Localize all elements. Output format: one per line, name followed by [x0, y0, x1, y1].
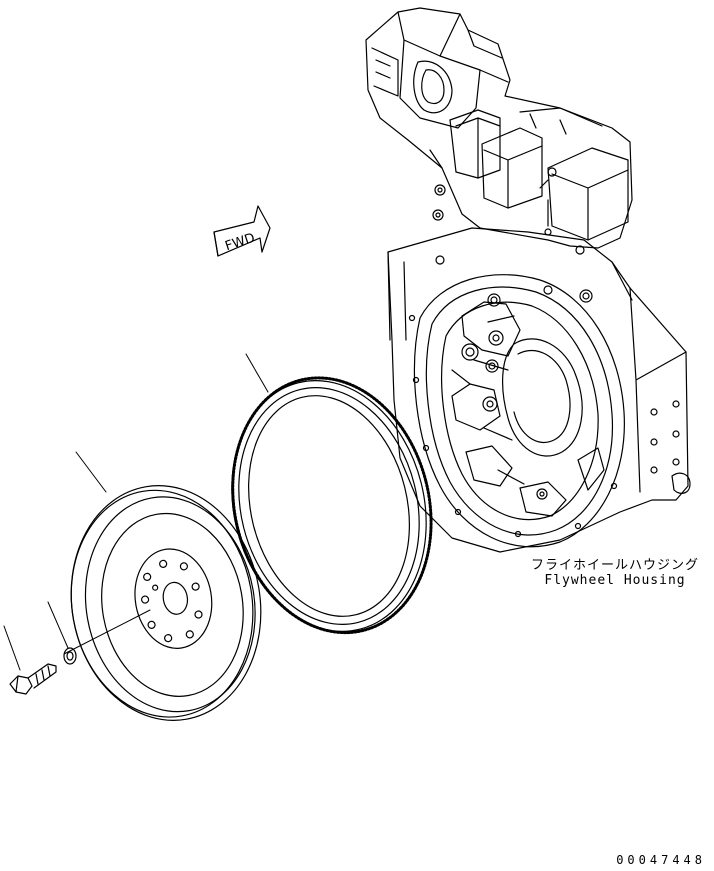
leader-lines — [4, 354, 268, 670]
housing-rim — [414, 275, 624, 547]
housing-block-left — [450, 110, 500, 178]
flywheel-hub — [127, 543, 219, 655]
fwd-arrow: FWD — [214, 206, 270, 256]
bolt — [10, 664, 56, 694]
housing-label-jp: フライホイールハウジング — [530, 558, 699, 573]
housing-upper-bracket — [366, 8, 632, 248]
ring-gear-teeth — [207, 357, 458, 654]
leader-flywheel — [76, 452, 106, 492]
housing-label-en: Flywheel Housing — [544, 573, 686, 588]
leader-bolt — [4, 626, 20, 670]
housing-bore — [503, 339, 583, 456]
fwd-label: FWD — [223, 231, 256, 255]
leader-ring-gear — [246, 354, 268, 392]
washer — [64, 648, 76, 664]
housing-block-right — [548, 148, 628, 240]
flywheel — [53, 470, 279, 735]
drawing-number: 00047448 — [616, 853, 706, 867]
leader-bolt-axis — [64, 610, 150, 654]
ring-gear — [206, 357, 458, 655]
leader-washer — [48, 602, 68, 648]
housing-block-mid — [482, 128, 542, 208]
housing-body — [388, 228, 688, 552]
flywheel-housing — [366, 8, 690, 552]
